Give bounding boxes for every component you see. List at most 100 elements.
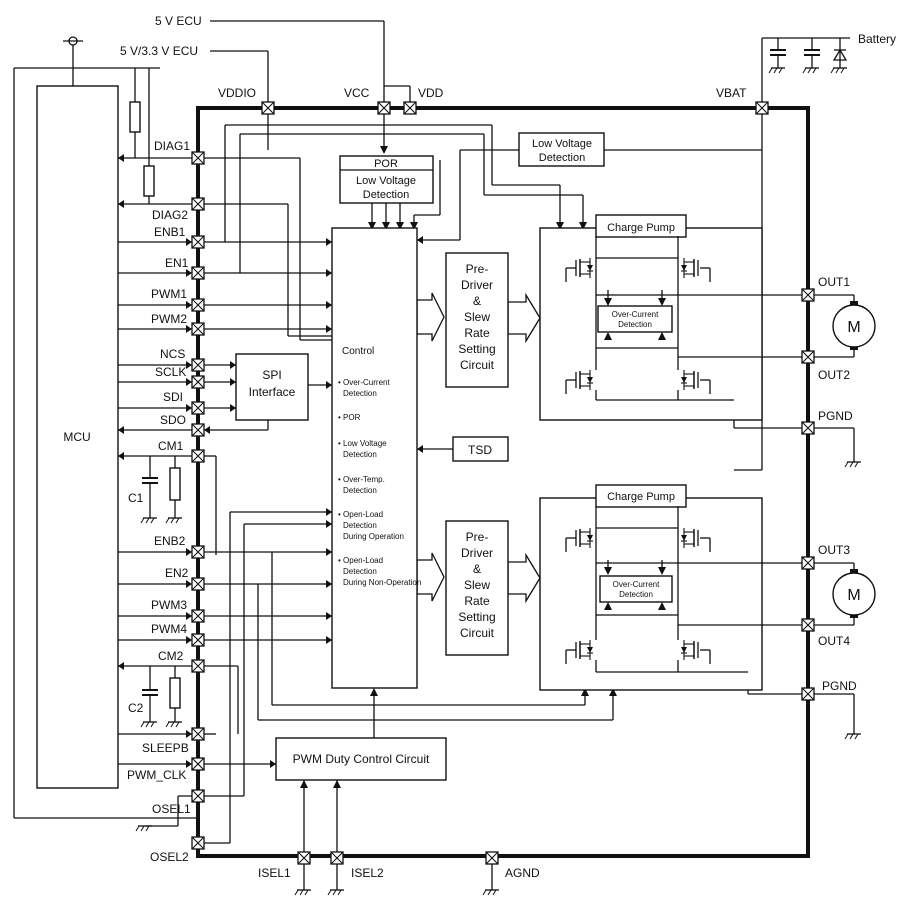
pin-agnd — [485, 851, 499, 865]
control-label: Control — [342, 346, 374, 357]
pin-pwm-clk-label: PWM_CLK — [127, 768, 186, 782]
lvd-top-label-2: Detection — [539, 152, 585, 164]
predriver-2-line-2: Driver — [461, 546, 493, 560]
pin-sdi-label: SDI — [163, 390, 183, 404]
por-label: POR — [374, 158, 398, 170]
pin-pgnd2-label: PGND — [822, 679, 857, 693]
pin-sdo — [191, 423, 205, 437]
pin-out3-label: OUT3 — [818, 543, 850, 557]
pin-cm2-label: CM2 — [158, 649, 184, 663]
pin-vcc — [377, 101, 391, 115]
pin-isel1-label: ISEL1 — [258, 866, 291, 880]
pin-isel1 — [297, 851, 311, 865]
ic-outline — [196, 106, 810, 858]
ocd-2-label-1: Over-Current — [613, 580, 660, 589]
pwm-duty-control-block — [275, 737, 447, 781]
tsd-block — [452, 436, 509, 462]
predriver-1-line-5: Rate — [464, 326, 490, 340]
predriver-1-line-2: Driver — [461, 278, 493, 292]
pin-pwm2 — [191, 322, 205, 336]
pin-vbat — [755, 101, 769, 115]
predriver-1-line-3: & — [473, 294, 481, 308]
pin-vbat-label: VBAT — [716, 86, 747, 100]
predriver-2-line-5: Rate — [464, 594, 490, 608]
pin-enb1-label: ENB1 — [154, 225, 186, 239]
pin-out4-label: OUT4 — [818, 634, 850, 648]
pin-out1-label: OUT1 — [818, 275, 850, 289]
pin-out2-label: OUT2 — [818, 368, 850, 382]
control-item-3-l2: Detection — [343, 450, 377, 459]
por-lvd-label-2: Detection — [363, 189, 409, 201]
pin-pgnd1-label: PGND — [818, 409, 853, 423]
pin-cm2 — [191, 659, 205, 673]
pin-enb2 — [191, 545, 205, 559]
pin-vddio — [261, 101, 275, 115]
control-item-4-l1: • Over-Temp. — [338, 475, 385, 484]
por-lvd-label-1: Low Voltage — [356, 175, 416, 187]
predriver-2-text: Pre- Driver & Slew Rate Setting Circuit — [458, 530, 495, 640]
bottom-wiring — [294, 864, 500, 896]
predriver-2-line-6: Setting — [458, 610, 495, 624]
predriver-1-line-6: Setting — [458, 342, 495, 356]
lvd-top-label-1: Low Voltage — [532, 138, 592, 150]
pin-out3 — [801, 556, 815, 570]
control-item-5-l3: During Operation — [343, 532, 404, 541]
predriver-2-line-4: Slew — [464, 578, 490, 592]
pin-agnd-label: AGND — [505, 866, 540, 880]
control-block — [331, 227, 418, 689]
pin-en1 — [191, 266, 205, 280]
pin-diag1 — [191, 151, 205, 165]
pin-out4 — [801, 618, 815, 632]
predriver-2-block — [445, 520, 509, 656]
pin-sdo-label: SDO — [160, 413, 186, 427]
motor-2-symbol — [832, 572, 876, 616]
output-wiring — [762, 294, 862, 740]
control-item-5-l2: Detection — [343, 521, 377, 530]
spi-interface-block — [235, 353, 309, 421]
pin-pwm4 — [191, 633, 205, 647]
pin-vdd-label: VDD — [418, 86, 444, 100]
pin-isel2-label: ISEL2 — [351, 866, 384, 880]
pin-diag2 — [191, 197, 205, 211]
pin-pwm4-label: PWM4 — [151, 622, 187, 636]
pin-osel1-label: OSEL1 — [152, 802, 191, 816]
predriver-1-text: Pre- Driver & Slew Rate Setting Circuit — [458, 262, 495, 372]
ocd-2-label-2: Detection — [619, 590, 653, 599]
charge-pump-1-label: Charge Pump — [607, 222, 675, 234]
left-pin-wiring — [118, 154, 198, 832]
mcu-supply-wiring — [13, 36, 198, 819]
pin-osel2-label: OSEL2 — [150, 850, 189, 864]
predriver-1-line-7: Circuit — [460, 358, 495, 372]
control-items: • Over-Current Detection • POR • Low Vol… — [338, 378, 421, 587]
predriver-2-line-1: Pre- — [466, 530, 489, 544]
pin-sclk — [191, 375, 205, 389]
pin-pgnd2 — [801, 687, 815, 701]
lvd-top-block — [518, 132, 605, 167]
pin-sdi — [191, 401, 205, 415]
h-bridge-2 — [539, 484, 808, 695]
ocd-2-block — [599, 575, 673, 603]
control-item-4-l2: Detection — [343, 486, 377, 495]
control-item-6-l3: During Non-Operation — [343, 578, 421, 587]
pin-diag1-label: DIAG1 — [154, 139, 190, 153]
battery-label: Battery — [858, 32, 896, 46]
pin-enb2-label: ENB2 — [154, 534, 186, 548]
control-item-3-l1: • Low Voltage — [338, 439, 387, 448]
pin-isel2 — [330, 851, 344, 865]
pin-enb1 — [191, 235, 205, 249]
predriver-2-line-7: Circuit — [460, 626, 495, 640]
supply-5v-3v3-ecu-label: 5 V/3.3 V ECU — [120, 44, 198, 58]
charge-pump-2-block — [595, 484, 687, 508]
ocd-1-label-2: Detection — [618, 320, 652, 329]
pin-sclk-label: SCLK — [155, 365, 186, 379]
pin-sleepb-label: SLEEPB — [142, 741, 189, 755]
ocd-1-label-1: Over-Current — [612, 310, 659, 319]
control-item-6-l2: Detection — [343, 567, 377, 576]
pin-out2 — [801, 350, 815, 364]
pin-pwm1 — [191, 298, 205, 312]
pin-ncs-label: NCS — [160, 347, 185, 361]
control-item-2-l1: • POR — [338, 413, 361, 422]
charge-pump-2-label: Charge Pump — [607, 491, 675, 503]
tsd-label: TSD — [468, 443, 492, 457]
motor-1-label: M — [847, 319, 860, 336]
